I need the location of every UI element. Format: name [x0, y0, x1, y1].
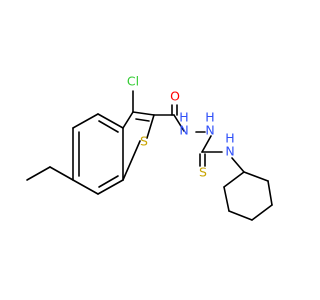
atom-nitrogen-thioamide: N H: [225, 131, 234, 159]
bond-thiophene-c3-c2-inner: [135, 118, 150, 122]
bond-cyclohexane-2: [223, 186, 230, 212]
atom-nitrogen-thioamide-symbol: N: [225, 144, 234, 159]
bond-benzene-6: [72, 179, 99, 195]
bond-carbonyl-nh: [173, 114, 185, 132]
atom-sulfur-thio: S: [199, 165, 207, 180]
bond-thiophene-c3a-c3: [122, 111, 134, 129]
atom-oxygen-symbol: O: [170, 89, 180, 104]
bond-benzene-5-inner: [98, 175, 119, 188]
atom-nitrogen-hydrazide-2-symbol: N: [205, 123, 214, 138]
atom-chlorine-symbol: Cl: [127, 74, 139, 89]
bond-thiophene-c3-c2: [132, 111, 155, 116]
atom-nitrogen-hydrazide-1: N H: [179, 110, 188, 138]
atom-chlorine: Cl: [127, 74, 139, 89]
bond-cyclohexane-6: [243, 171, 269, 182]
bond-cyclohexane-4: [251, 204, 273, 221]
atom-sulfur-thio-symbol: S: [199, 165, 207, 180]
atom-nitrogen-hydrazide-1-symbol: N: [179, 123, 188, 138]
bond-nh-thioc: [201, 135, 212, 153]
atom-sulfur-ring: S: [140, 134, 148, 149]
bond-ethyl-ch3: [26, 166, 51, 181]
atom-nitrogen-thioamide-hydrogen: H: [225, 131, 234, 146]
atom-oxygen: O: [170, 89, 180, 104]
atom-sulfur-ring-symbol: S: [140, 134, 148, 149]
bond-thiophene-s-c7a: [122, 140, 141, 181]
bond-thiophene-c2-s: [146, 114, 155, 139]
bond-benzene-3: [97, 113, 124, 129]
atom-nitrogen-hydrazide-2: N H: [205, 110, 214, 138]
atom-labels: Cl O S N H N H N H S: [127, 74, 235, 180]
molecule-structure: Cl O S N H N H N H S: [26, 74, 273, 221]
bond-ethyl-ch2: [49, 166, 74, 181]
bonds: [26, 90, 273, 221]
bond-benzene-2: [72, 113, 99, 129]
bond-cyclohexane-3: [228, 210, 253, 221]
atom-nitrogen-hydrazide-1-hydrogen: H: [179, 110, 188, 125]
bond-nh-cyclohexyl: [231, 157, 245, 173]
bond-benzene-5: [97, 179, 124, 195]
atom-nitrogen-hydrazide-2-hydrogen: H: [205, 110, 214, 125]
bond-cyclohexane-5: [267, 180, 273, 206]
bond-benzene-3-inner: [98, 120, 119, 133]
bond-cyclohexane-1: [223, 171, 245, 188]
